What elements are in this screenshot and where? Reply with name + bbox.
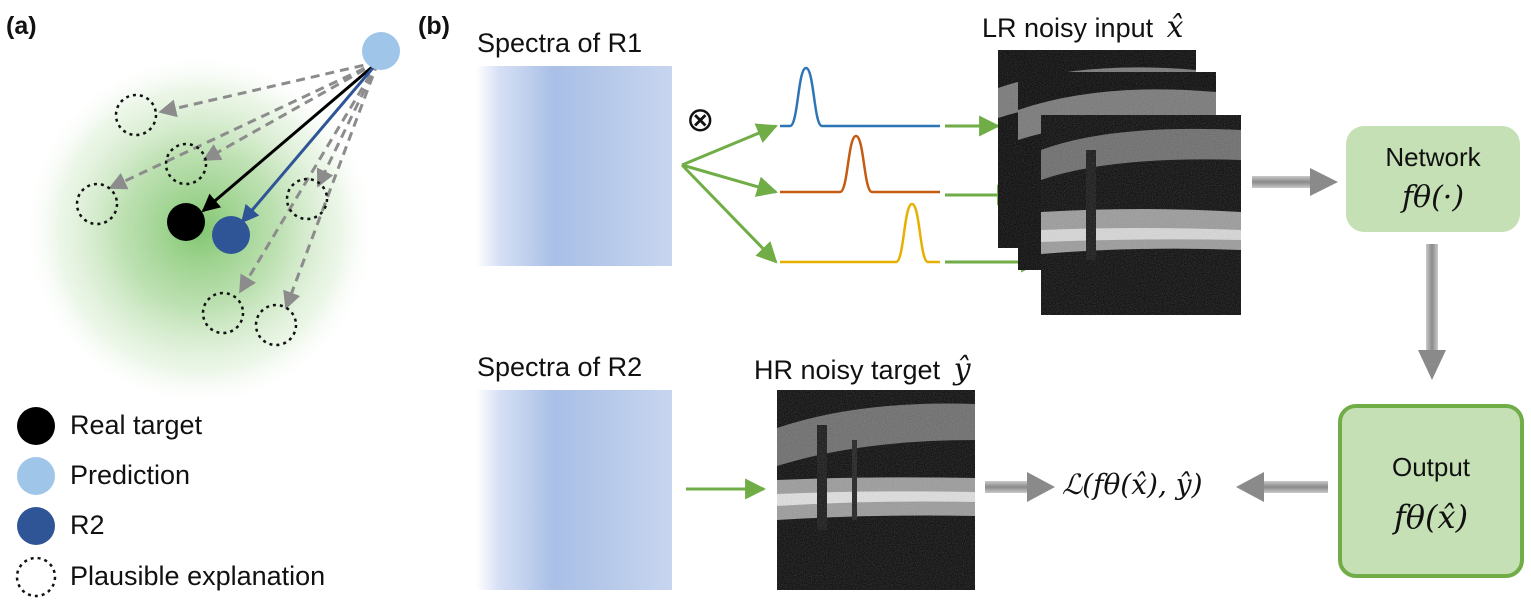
legend-real-marker <box>17 407 55 445</box>
panel-a-label: (a) <box>6 12 37 40</box>
output-function: fθ(x̂) <box>1393 498 1469 536</box>
network-box: Network fθ(·) <box>1346 126 1520 232</box>
spectra-r1-block <box>476 66 672 266</box>
r2-point <box>212 216 250 254</box>
spectra-r2-block <box>476 390 672 590</box>
convolution-symbol: ⊗ <box>686 100 715 140</box>
prediction-point <box>362 32 400 70</box>
gaussian-yellow <box>780 202 940 264</box>
hr-target-text: HR noisy target <box>754 355 941 385</box>
gaussian-orange <box>780 134 940 194</box>
flow-arrow-hr-to-loss <box>985 472 1055 502</box>
legend-r2-marker <box>17 507 55 545</box>
network-function: fθ(·) <box>1401 180 1465 215</box>
branch-arrows <box>680 123 779 264</box>
arrow-to-real-target <box>201 60 379 213</box>
flow-arrow-stack-to-network <box>1252 168 1338 196</box>
plausible-arrows <box>108 60 380 310</box>
plausible-explanation-markers <box>75 93 329 347</box>
panel-b-label: (b) <box>418 12 450 40</box>
spectra-r1-title: Spectra of R1 <box>477 28 643 58</box>
hr-target-image <box>777 390 975 590</box>
lr-image-stack <box>998 50 1241 315</box>
legend-prediction: Prediction <box>70 460 191 490</box>
legend-plausible-marker <box>15 556 57 598</box>
flow-arrow-output-to-loss <box>1236 472 1328 502</box>
loss-expression: ℒ(fθ(x̂), ŷ) <box>1062 468 1203 501</box>
flow-arrow-network-to-output <box>1418 244 1446 380</box>
oct-image-front <box>1041 115 1241 315</box>
hr-target-symbol: ŷ <box>953 352 971 387</box>
legend-real-target: Real target <box>70 410 203 440</box>
network-label: Network <box>1385 142 1481 172</box>
lr-input-title: LR noisy input x̂ <box>982 10 1184 45</box>
legend-prediction-marker <box>17 457 55 495</box>
output-box: Output fθ(x̂) <box>1338 404 1524 578</box>
lr-input-symbol: x̂ <box>1166 10 1184 45</box>
hr-target-title: HR noisy target ŷ <box>754 352 971 387</box>
output-label: Output <box>1391 452 1471 482</box>
spectra-r2-title: Spectra of R2 <box>477 352 643 382</box>
real-target-point <box>167 203 205 241</box>
gaussian-blue <box>780 66 940 128</box>
legend-r2: R2 <box>70 510 105 540</box>
legend-plausible: Plausible explanation <box>70 561 326 591</box>
arrow-to-r2 <box>240 61 380 224</box>
lr-input-text: LR noisy input <box>982 13 1154 43</box>
